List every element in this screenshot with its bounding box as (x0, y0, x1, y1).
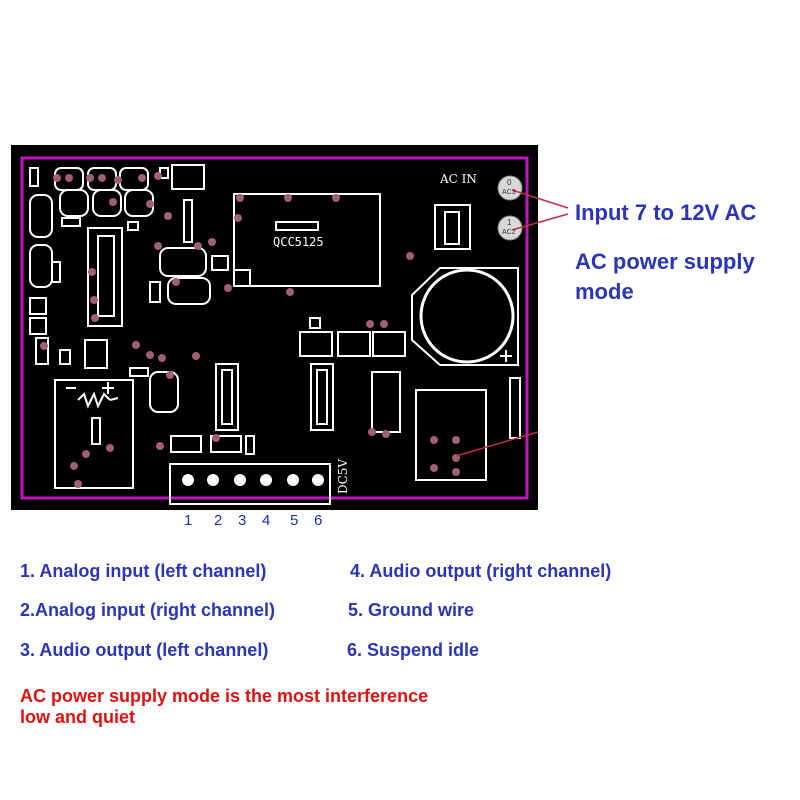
pin-number-3: 3 (238, 512, 247, 529)
chip-label: QCC5125 (273, 235, 324, 249)
note-line-2: low and quiet (20, 707, 135, 727)
silkscreen (29, 164, 521, 505)
mode-callout-line1: AC power supply (575, 249, 755, 274)
ac-terminal-num-0: 0 (507, 178, 512, 187)
ac-terminal-label-0: AC3 (502, 189, 516, 196)
ac-terminal-num-1: 1 (507, 218, 512, 227)
board-outline (20, 156, 529, 500)
ac-in-label: AC IN (440, 172, 477, 186)
ac-terminal-label-1: AC2 (502, 229, 516, 236)
connector-pads (182, 474, 324, 486)
pin-number-4: 4 (262, 512, 271, 529)
electrolytic-capacitor (411, 267, 519, 366)
pcb-board-tab (530, 180, 538, 300)
pin-number-1: 1 (184, 512, 193, 529)
pin-number-5: 5 (290, 512, 299, 529)
legend-item-6: 6. Suspend idle (347, 640, 480, 660)
legend-item-5: 5. Ground wire (348, 600, 475, 620)
mode-callout-line2: mode (575, 279, 634, 304)
ac-terminals (497, 175, 523, 241)
legend-item-4: 4. Audio output (right channel) (350, 561, 612, 581)
legend-item-1: 1. Analog input (left channel) (20, 561, 267, 581)
legend-item-3: 3. Audio output (left channel) (20, 640, 269, 660)
legend-item-2: 2.Analog input (right channel) (20, 600, 275, 620)
input-voltage-callout: Input 7 to 12V AC (575, 200, 757, 225)
pin-number-2: 2 (214, 512, 223, 529)
pot-symbol (66, 382, 119, 409)
note-line-1: AC power supply mode is the most interfe… (20, 686, 429, 706)
pin-number-6: 6 (314, 512, 323, 529)
callout-lines (455, 189, 569, 457)
vias (40, 172, 460, 488)
dc5v-label: DC5V (336, 458, 350, 494)
